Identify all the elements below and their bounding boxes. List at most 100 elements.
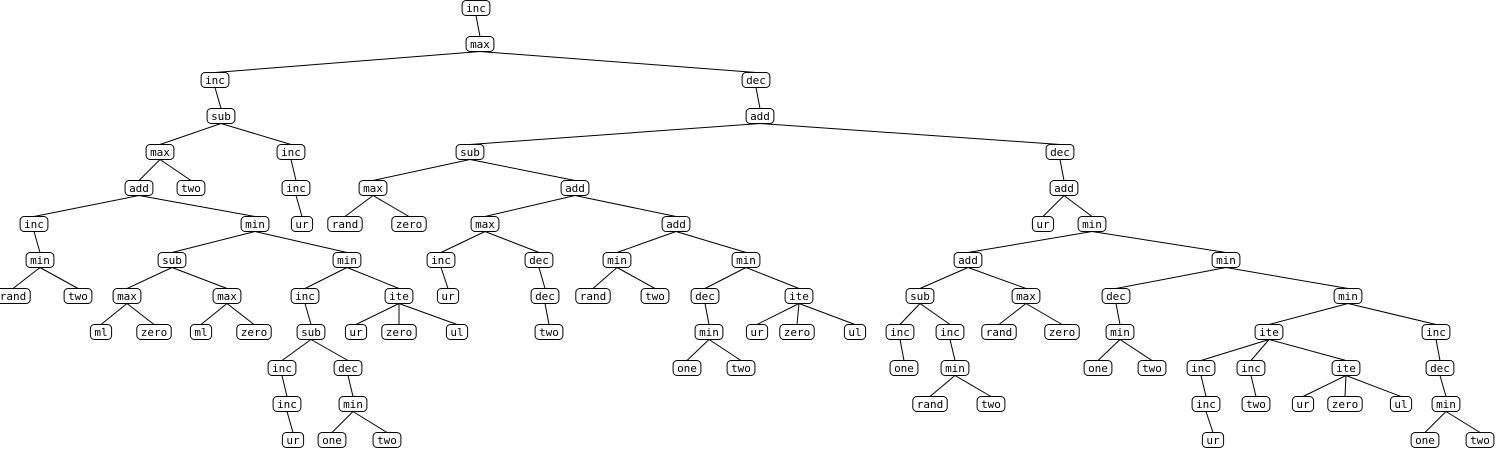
tree-node-box [745,108,775,124]
tree-node-dec: dec [741,72,771,88]
tree-node-label: rand [0,290,26,303]
tree-node-box [470,216,500,232]
tree-node-dec: dec [530,288,560,304]
tree-node-box [145,144,175,160]
tree-node-label: ur [441,290,455,303]
tree-node-box [206,108,236,124]
tree-node-box [157,252,187,268]
tree-node-min: min [940,360,970,376]
tree-node-label: max [217,290,237,303]
tree-edge [1445,411,1481,433]
tree-node-box [112,288,142,304]
tree-node-add: add [1049,180,1079,196]
tree-node-box [1201,432,1225,448]
tree-node-label: inc [24,218,44,231]
tree-node-sub: sub [455,144,485,160]
tree-node-two: two [534,324,564,340]
tree-node-label: min [1436,398,1456,411]
tree-edge [171,267,228,289]
tree-node-inc: inc [461,0,491,16]
tree-node-label: two [181,182,201,195]
tree-node-min: min [1333,288,1363,304]
tree-node-dec: dec [333,360,363,376]
tree-node-box [1031,216,1055,232]
tree-node-label: ite [1259,326,1279,339]
tree-edge [574,195,677,217]
tree-node-label: ur [286,434,300,447]
tree-node-ite: ite [384,288,414,304]
tree-node-box [534,324,564,340]
tree-edge [295,195,303,217]
tree-edge [755,87,761,109]
tree-node-label: ite [1336,362,1356,375]
tree-edges [12,15,1481,433]
tree-node-box [136,324,172,340]
tree-edge [1063,195,1093,217]
tree-node-min: min [338,396,368,412]
tree-edge [214,87,222,109]
tree-node-box [0,288,31,304]
tree-edge [254,231,348,253]
tree-node-box [1137,360,1167,376]
tree-edge [1439,375,1447,397]
tree-node-box [640,288,670,304]
tree-edge [949,339,956,361]
tree-edge [929,375,956,397]
tree-node-box [1191,396,1221,412]
tree-node-two: two [1241,396,1271,412]
tree-node-box [1077,216,1107,232]
tree-node-label: max [363,182,383,195]
tree-edge [100,303,128,325]
tree-node-label: min [945,362,965,375]
tree-node-min: min [1105,324,1135,340]
tree-node-two: two [372,432,402,448]
tree-node-label: inc [281,146,301,159]
tree-node-two: two [726,360,756,376]
tree-edge [138,195,256,217]
tree-node-box [332,252,362,268]
tree-edge [704,267,747,289]
tree-node-label: min [245,218,265,231]
tree-node-label: inc [466,2,486,15]
tree-node-label: two [731,362,751,375]
tree-edge [1424,411,1447,433]
tree-node-label: inc [205,74,225,87]
tree-edge [759,123,1061,145]
tree-node-label: min [607,254,627,267]
tree-edge [12,267,41,289]
tree-node-label: min [337,254,357,267]
tree-node-box [1465,432,1495,448]
tree-node-box [1083,360,1113,376]
tree-edge [745,267,800,289]
tree-node-label: dec [1430,362,1450,375]
tree-node-box [372,432,402,448]
tree-node-box [745,324,769,340]
tree-edge [226,303,255,325]
tree-node-label: two [1246,398,1266,411]
tree-node-box [731,252,761,268]
tree-node-box [953,252,983,268]
tree-node-box [1431,396,1461,412]
tree-edge [214,51,481,73]
tree-node-sub: sub [206,108,236,124]
tree-node-label: rand [917,398,944,411]
tree-node-inc: inc [281,180,311,196]
tree-node-label: sub [301,326,321,339]
tree-node-rand: rand [981,324,1017,340]
tree-node-one: one [1410,432,1440,448]
tree-node-label: ur [1296,398,1310,411]
tree-node-label: min [30,254,50,267]
tree-node-one: one [317,432,347,448]
tree-node-label: one [1088,362,1108,375]
tree-edge [352,411,388,433]
tree-node-max: max [112,288,142,304]
tree-node-two: two [63,288,93,304]
tree-node-rand: rand [912,396,948,412]
tree-edge [355,303,400,325]
tree-node-sub: sub [296,324,326,340]
tree-edge [372,195,410,217]
tree-node-box [905,288,935,304]
tree-node-min: min [332,252,362,268]
tree-node-box [741,72,771,88]
tree-node-rand: rand [0,288,31,304]
